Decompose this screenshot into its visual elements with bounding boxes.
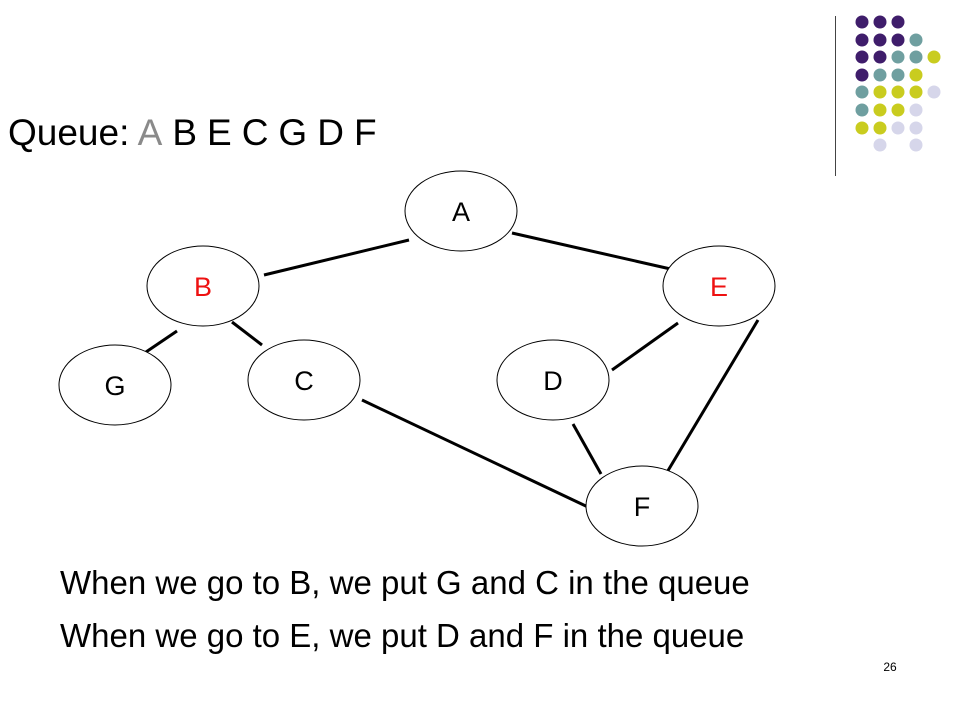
decor-dot xyxy=(873,33,887,47)
decor-dot xyxy=(909,85,923,99)
decor-dot xyxy=(855,85,869,99)
decor-dot xyxy=(855,33,869,47)
queue-item-g: G xyxy=(278,112,308,153)
decor-dot xyxy=(891,68,905,82)
node-g: G xyxy=(58,344,172,426)
queue-item-f: F xyxy=(353,112,377,153)
decor-dot xyxy=(909,121,923,135)
edge-d-f xyxy=(571,423,603,475)
queue-item-a: A xyxy=(137,112,163,153)
edge-c-f xyxy=(361,398,591,510)
decor-dot xyxy=(909,50,923,64)
decor-dot xyxy=(873,85,887,99)
node-label: G xyxy=(104,371,125,401)
decor-dot xyxy=(891,121,905,135)
decor-dot xyxy=(891,50,905,64)
edge-e-d xyxy=(611,321,679,372)
decor-dot xyxy=(891,33,905,47)
graph-nodes: A B E G C D F xyxy=(58,170,776,547)
node-label: E xyxy=(710,272,728,302)
edge-a-b xyxy=(263,238,410,277)
node-label: A xyxy=(452,197,470,227)
decor-dot xyxy=(909,103,923,117)
caption-line-2: When we go to E, we put D and F in the q… xyxy=(60,617,745,654)
graph-edges xyxy=(145,231,760,510)
node-circle xyxy=(58,344,172,426)
queue-label: Queue: xyxy=(8,112,130,153)
decorative-dot-grid xyxy=(855,15,941,152)
decor-dot xyxy=(891,103,905,117)
queue-item-d: D xyxy=(317,112,344,153)
decor-dot xyxy=(909,138,923,152)
queue-item-e: E xyxy=(207,112,232,153)
queue-item-b: B xyxy=(172,112,197,153)
title-divider xyxy=(835,16,836,176)
node-label: F xyxy=(634,492,651,522)
decor-dot xyxy=(909,33,923,47)
node-circle xyxy=(146,245,260,327)
node-label: C xyxy=(294,366,314,396)
decor-dot xyxy=(873,103,887,117)
decor-dot xyxy=(855,121,869,135)
decor-dot xyxy=(927,50,941,64)
decor-dot xyxy=(891,15,905,29)
decor-dot xyxy=(855,68,869,82)
edge-b-c xyxy=(231,320,263,347)
node-circle xyxy=(247,339,361,421)
decor-dot xyxy=(891,85,905,99)
node-f: F xyxy=(585,465,699,547)
node-d: D xyxy=(496,339,610,421)
decor-dot xyxy=(873,68,887,82)
edge-a-e xyxy=(511,231,676,272)
node-b: B xyxy=(146,245,260,327)
decor-dot xyxy=(855,103,869,117)
page-number: 26 xyxy=(883,660,897,674)
decor-dot xyxy=(873,138,887,152)
edge-b-g xyxy=(145,329,178,354)
node-circle xyxy=(662,245,776,327)
node-circle xyxy=(496,339,610,421)
node-a: A xyxy=(404,170,518,252)
edge-e-f xyxy=(658,319,760,485)
decor-dot xyxy=(855,15,869,29)
node-circle xyxy=(404,170,518,252)
node-circle xyxy=(585,465,699,547)
caption-line-1: When we go to B, we put G and C in the q… xyxy=(60,564,750,601)
node-e: E xyxy=(662,245,776,327)
decor-dot xyxy=(873,15,887,29)
node-label: D xyxy=(543,366,563,396)
decor-dot xyxy=(873,121,887,135)
node-label: B xyxy=(194,272,212,302)
node-c: C xyxy=(247,339,361,421)
decor-dot xyxy=(927,85,941,99)
decor-dot xyxy=(855,50,869,64)
queue-item-c: C xyxy=(241,112,269,153)
decor-dot xyxy=(873,50,887,64)
graph-diagram: A B E G C D F xyxy=(58,170,776,547)
decor-dot xyxy=(909,68,923,82)
